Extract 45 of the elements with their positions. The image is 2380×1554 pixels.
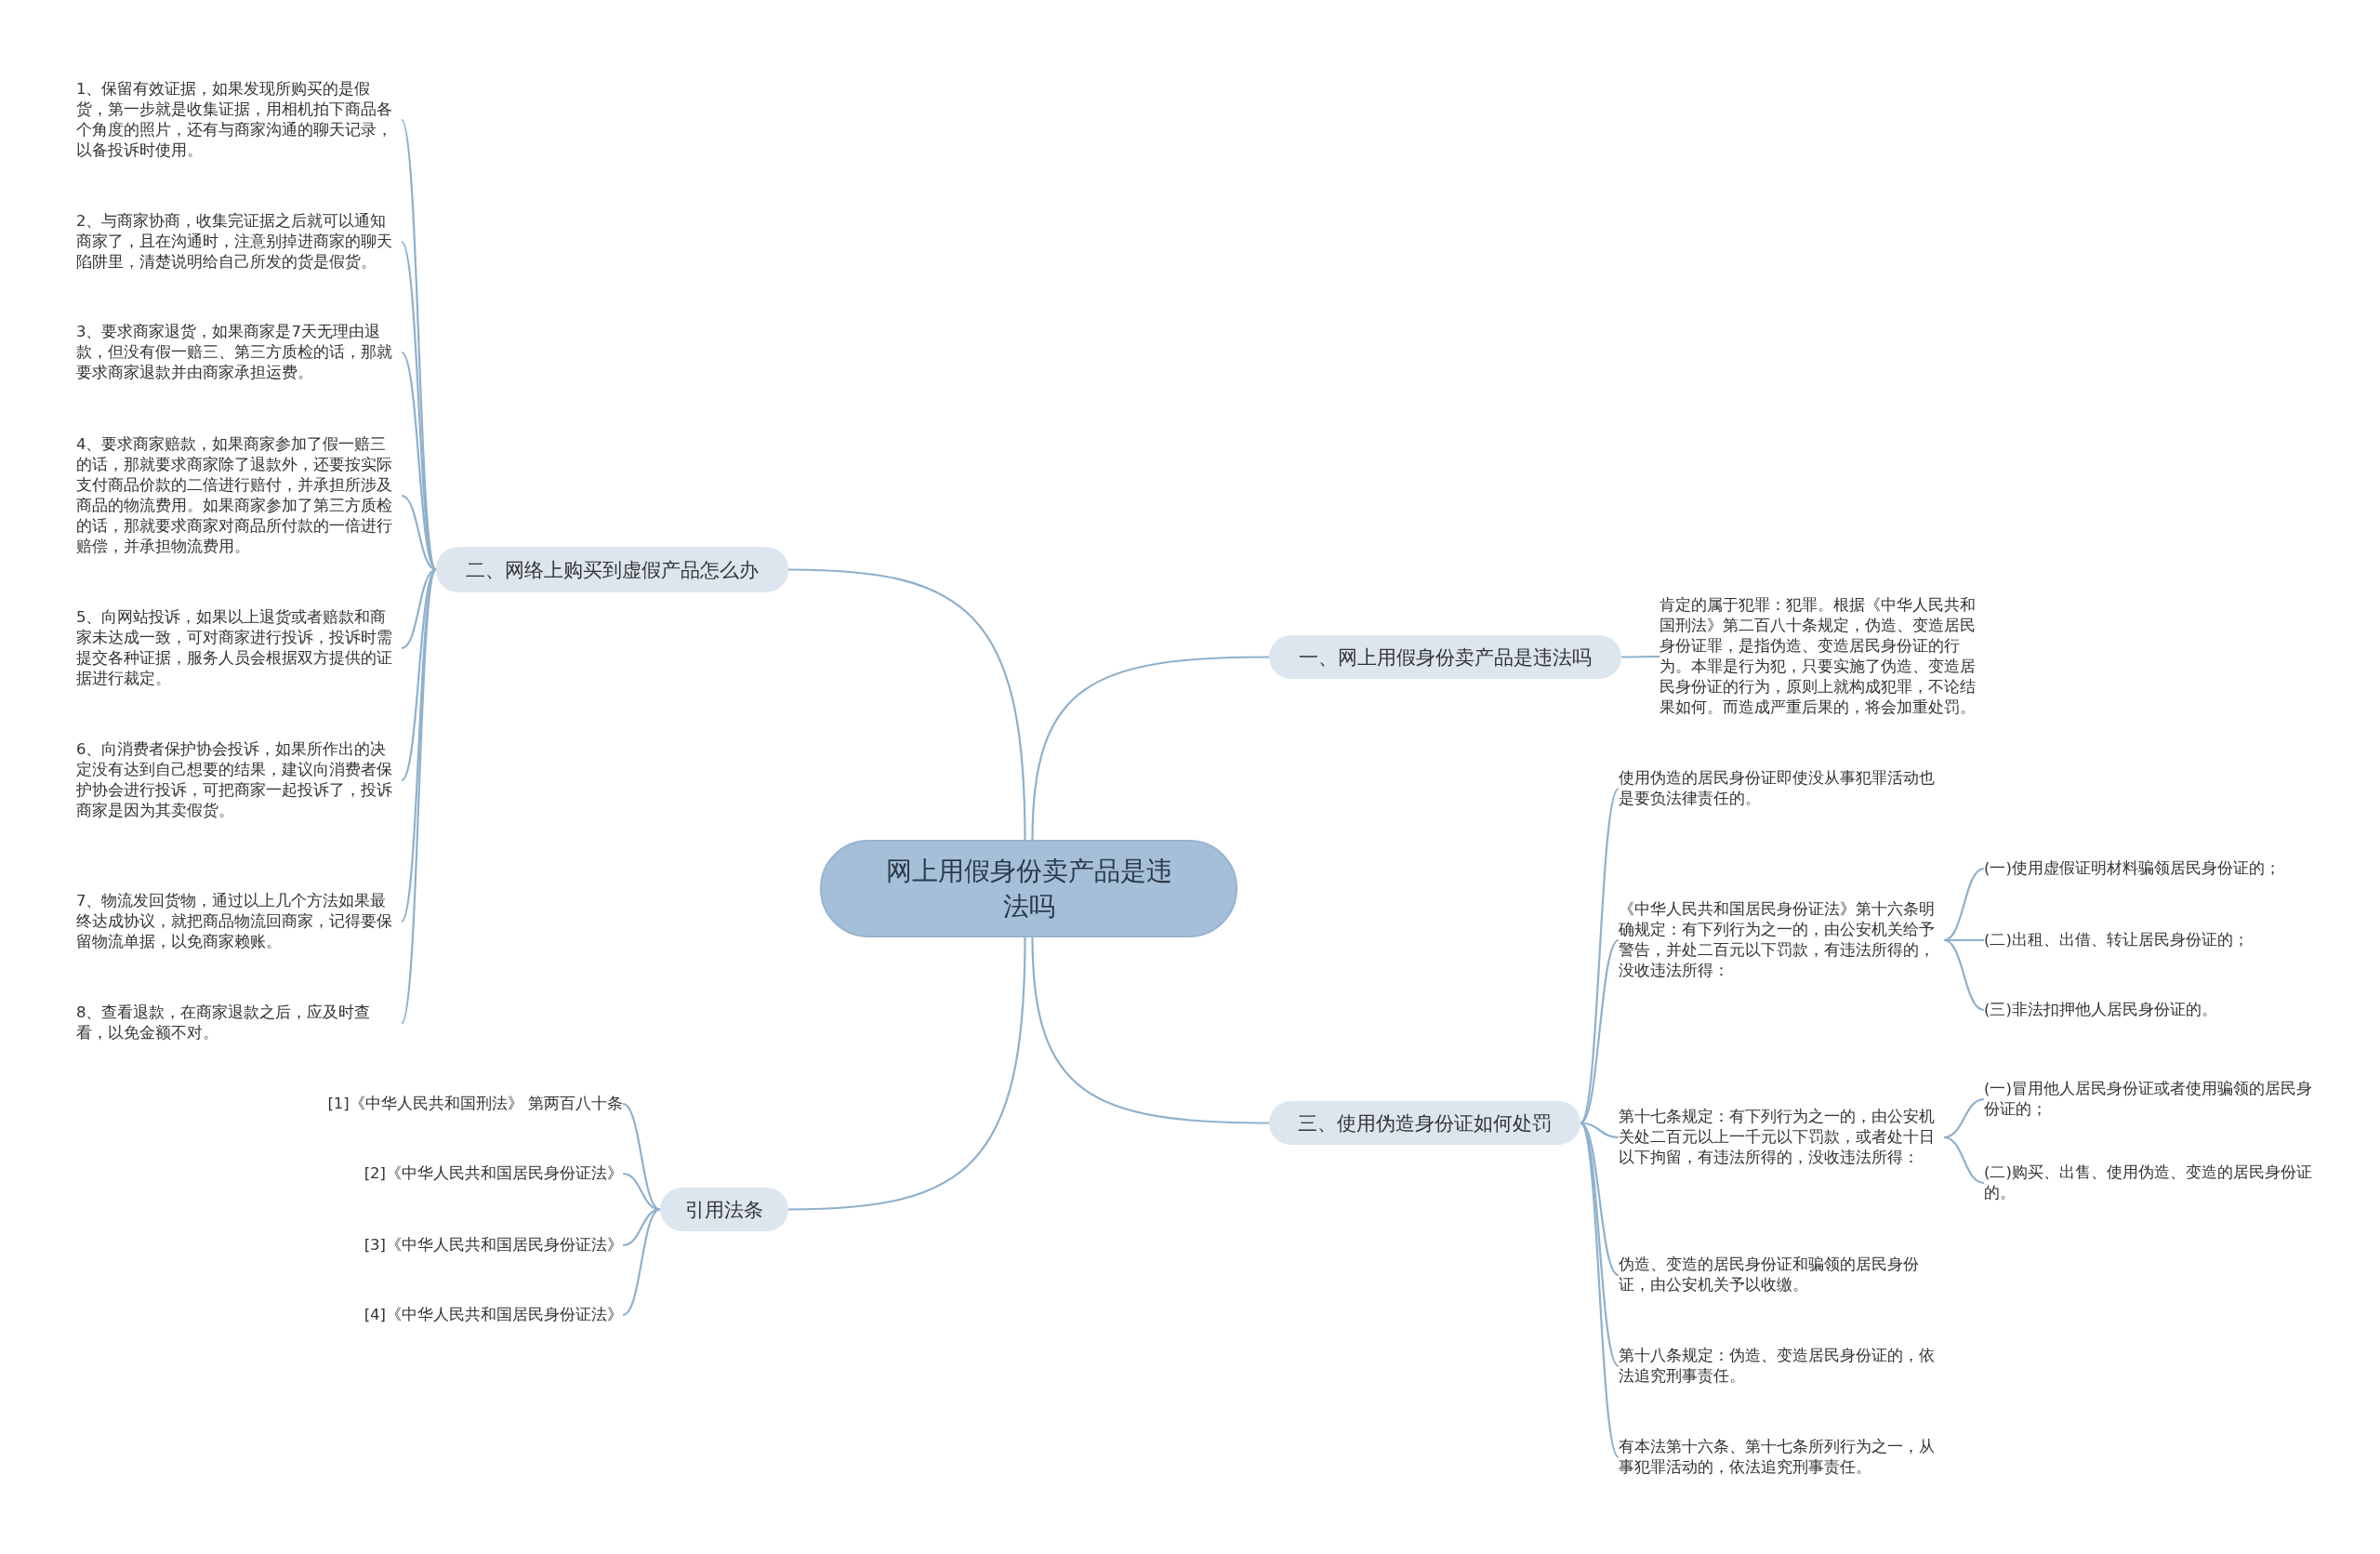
topic-box: 二、网络上购买到虚假产品怎么办 [436, 547, 788, 592]
connector-line [1031, 656, 1269, 841]
note-text: 7、物流发回货物，通过以上几个方法如果最终达成协议，就把商品物流回商家，记得要保留物流单据，以免商家赖账。 [76, 891, 402, 952]
connector-line [1943, 1136, 1985, 1185]
topic-box: 一、网上用假身份卖产品是违法吗 [1269, 635, 1621, 679]
connector-line [1031, 936, 1269, 1124]
note-text: 有本法第十六条、第十七条所列行为之一，从事犯罪活动的，依法追究刑事责任。 [1619, 1437, 1944, 1478]
note-text: (二)购买、出售、使用伪造、变造的居民身份证的。 [1984, 1162, 2319, 1203]
note-text: (一)使用虚假证明材料骗领居民身份证的； [1984, 858, 2328, 879]
connector-line [787, 936, 1026, 1211]
connector-line [1943, 938, 1985, 1012]
connector-line [1621, 655, 1659, 658]
note-text: 使用伪造的居民身份证即使没从事犯罪活动也是要负法律责任的。 [1619, 768, 1944, 809]
connector-line [622, 1208, 661, 1316]
note-text: (二)出租、出借、转让居民身份证的； [1984, 930, 2328, 950]
note-text: 2、与商家协商，收集完证据之后就可以通知商家了，且在沟通时，注意别掉进商家的聊天陷阱里，清楚说明给自己所发的货是假货。 [76, 211, 402, 272]
note-text: (一)冒用他人居民身份证或者使用骗领的居民身份证的； [1984, 1079, 2319, 1120]
connector-line [401, 569, 437, 1024]
reference-text: [4]《中华人民共和国居民身份证法》 [279, 1305, 623, 1325]
note-text: 6、向消费者保护协会投诉，如果所作出的决定没有达到自己想要的结果，建议向消费者保护协会进行投诉，可把商家一起投诉了，投诉商家是因为其卖假货。 [76, 739, 402, 821]
connector-line [1944, 938, 1984, 942]
note-text: 3、要求商家退货，如果商家是7天无理由退款，但没有假一赔三、第三方质检的话，那就要求商家退款并由商家承担运费。 [76, 322, 402, 383]
connector-line [1580, 939, 1620, 1124]
note-text: 伪造、变造的居民身份证和骗领的居民身份证，由公安机关予以收缴。 [1619, 1255, 1944, 1295]
reference-text: [1]《中华人民共和国刑法》 第两百八十条 [279, 1094, 623, 1114]
note-text: 8、查看退款，在商家退款之后，应及时查看，以免金额不对。 [76, 1003, 402, 1043]
connector-line [787, 568, 1026, 841]
central-topic: 网上用假身份卖产品是违法吗 [820, 840, 1237, 937]
connector-line [1580, 1122, 1620, 1458]
note-text: 《中华人民共和国居民身份证法》第十六条明确规定：有下列行为之一的，由公安机关给予警告，并处二百元以下罚款，有违法所得的，没收违法所得： [1619, 899, 1944, 981]
note-text: 第十七条规定：有下列行为之一的，由公安机关处二百元以上一千元以下罚款，或者处十日以下拘留，有违法所得的，没收违法所得： [1619, 1107, 1944, 1168]
connector-line [622, 1172, 661, 1211]
connector-line [401, 241, 437, 571]
note-text: (三)非法扣押他人居民身份证的。 [1984, 1000, 2328, 1020]
note-text: 1、保留有效证据，如果发现所购买的是假货，第一步就是收集证据，用相机拍下商品各个角度的照片，还有与商家沟通的聊天记录，以备投诉时使用。 [76, 79, 402, 161]
topic-box: 引用法条 [660, 1188, 788, 1231]
topic-box: 三、使用伪造身份证如何处罚 [1269, 1101, 1580, 1145]
note-text: 5、向网站投诉，如果以上退货或者赔款和商家未达成一致，可对商家进行投诉，投诉时需提交各种证据，服务人员会根据双方提供的证据进行裁定。 [76, 607, 402, 689]
note-text: 4、要求商家赔款，如果商家参加了假一赔三的话，那就要求商家除了退款外，还要按实际支付商品价款的二倍进行赔付，并承担所涉及商品的物流费用。如果商家参加了第三方质检的话，那就要求商家对商品所付款的一倍进行赔偿，并承担物流费用。 [76, 434, 402, 557]
reference-text: [2]《中华人民共和国居民身份证法》 [279, 1163, 623, 1184]
note-text: 第十八条规定：伪造、变造居民身份证的，依法追究刑事责任。 [1619, 1346, 1944, 1387]
connector-line [1943, 867, 1985, 942]
connector-line [1580, 788, 1620, 1124]
reference-text: [3]《中华人民共和国居民身份证法》 [279, 1235, 623, 1255]
note-text: 肯定的属于犯罪：犯罪。根据《中华人民共和国刑法》第二百八十条规定，伪造、变造居民身份证罪，是指伪造、变造居民身份证的行为。本罪是行为犯，只要实施了伪造、变造居民身份证的行为，原则上就构成犯罪，不论结果如何。而造成严重后果的，将会加重处罚。 [1659, 595, 1985, 718]
